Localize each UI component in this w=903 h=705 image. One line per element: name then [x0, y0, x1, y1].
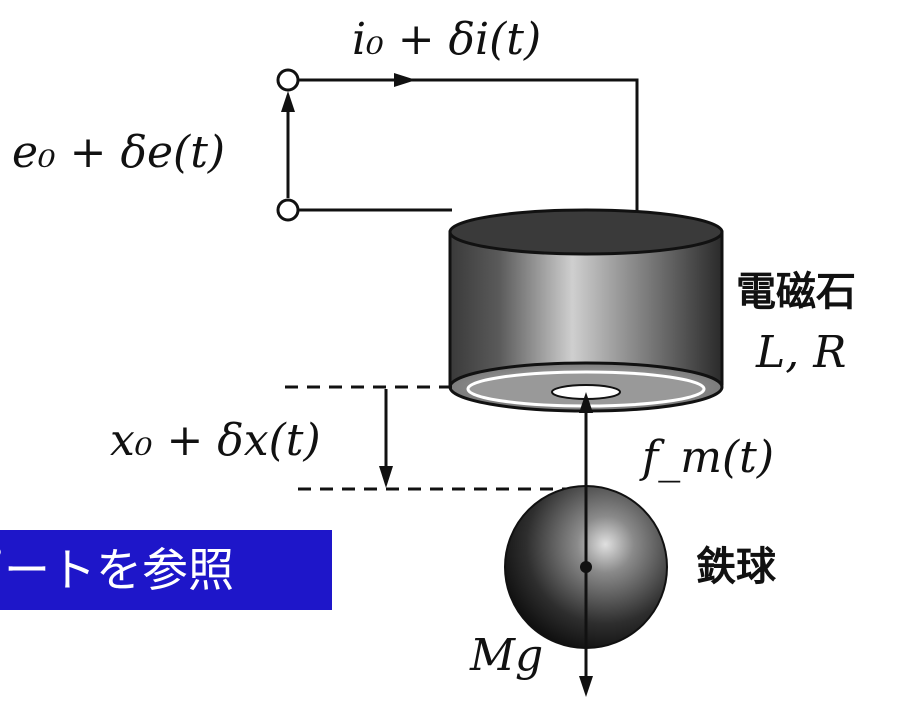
- force-axis: [579, 392, 593, 697]
- top-wire: [297, 78, 639, 212]
- ball-center-dot: [580, 561, 592, 573]
- displacement-arrow-head: [379, 466, 393, 488]
- displacement: [285, 385, 585, 491]
- current-label: i₀ + δi(t): [352, 14, 541, 65]
- params-label: L, R: [755, 327, 846, 378]
- banner-text: ポートを参照: [0, 543, 234, 597]
- bottom-terminal: [276, 198, 300, 222]
- top-terminal: [276, 68, 300, 92]
- electromagnet-label: 電磁石: [736, 269, 856, 315]
- reference-banner: ポートを参照: [0, 530, 332, 610]
- voltage-label: e₀ + δe(t): [12, 127, 225, 178]
- displacement-label: x₀ + δx(t): [110, 415, 321, 466]
- electromagnet-top: [448, 208, 724, 256]
- weight-label: Mg: [469, 630, 543, 681]
- ball-label: 鉄球: [696, 544, 777, 590]
- magnetic-force-label: f_m(t): [639, 432, 774, 483]
- magnetic-force-arrow: [579, 392, 593, 413]
- voltage-arrow-head: [281, 91, 295, 112]
- circuit: [276, 68, 639, 222]
- electromagnet-body: [448, 230, 724, 386]
- weight-arrow: [579, 676, 593, 697]
- current-arrow: [394, 73, 416, 87]
- electromagnet: [448, 208, 724, 413]
